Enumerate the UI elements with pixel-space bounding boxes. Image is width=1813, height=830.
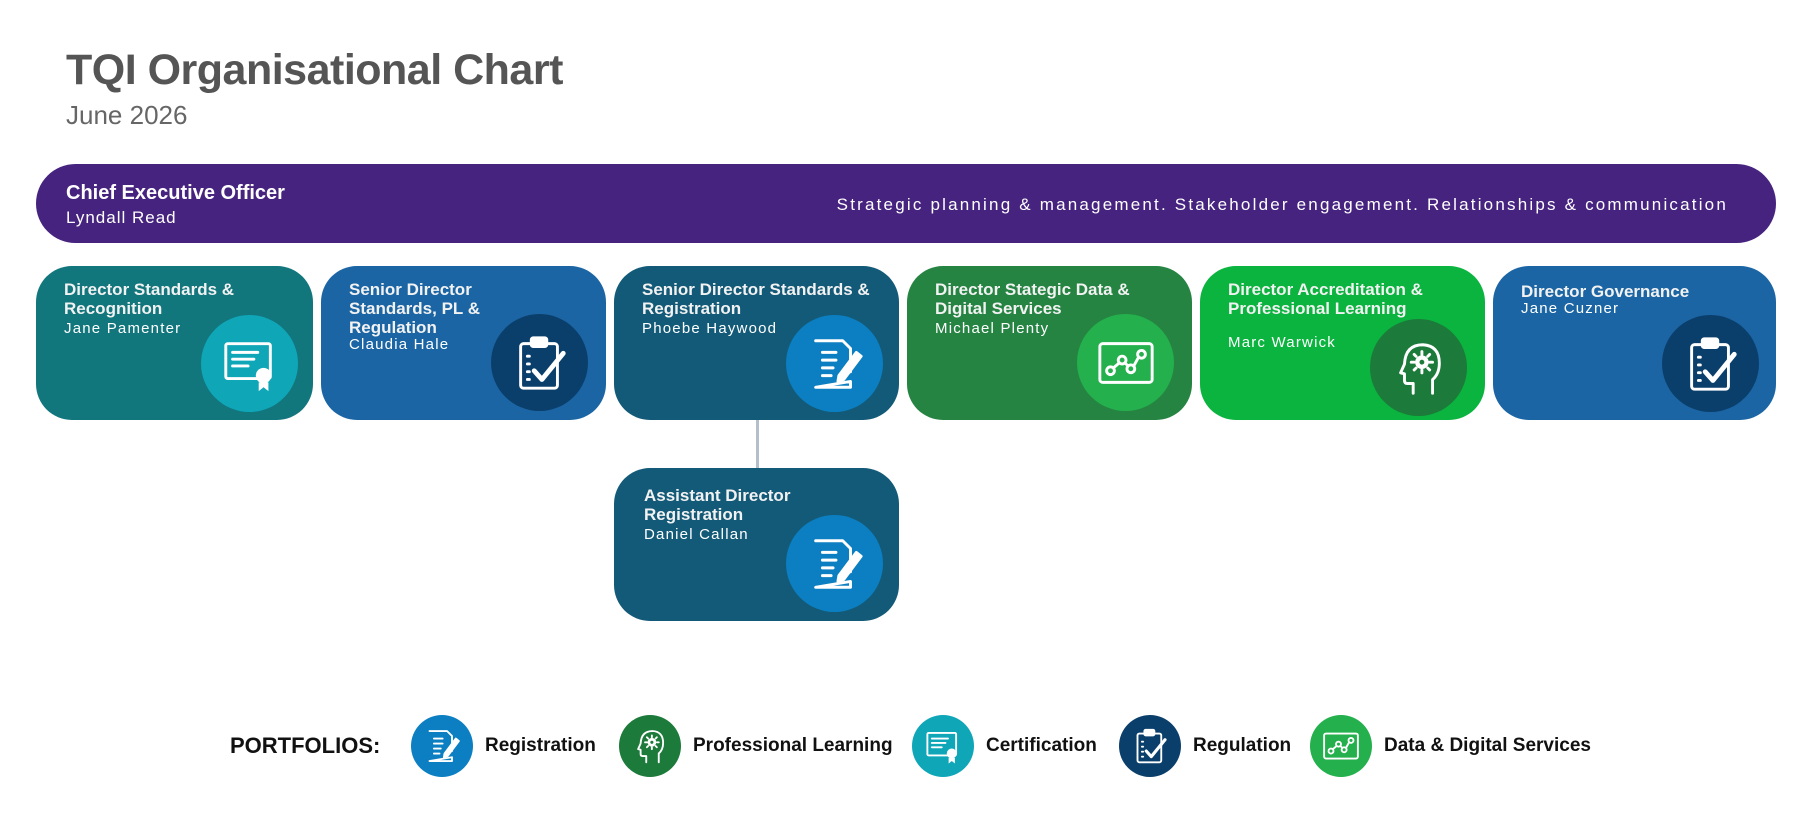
legend-heading: PORTFOLIOS: bbox=[230, 733, 381, 758]
document-edit-icon bbox=[411, 715, 473, 777]
assistant-title: Assistant Director Registration bbox=[644, 486, 791, 524]
head-gear-icon bbox=[1370, 319, 1467, 416]
ceo-description: Strategic planning & management. Stakeho… bbox=[836, 195, 1728, 214]
ceo-title: Chief Executive Officer bbox=[66, 182, 285, 204]
org-connector-line bbox=[756, 420, 759, 468]
certificate-icon bbox=[912, 715, 974, 777]
page-title: TQI Organisational Chart bbox=[66, 46, 563, 94]
chart-line-icon bbox=[1310, 715, 1372, 777]
clipboard-check-icon bbox=[1119, 715, 1181, 777]
director-card-data-digital[interactable]: Director Stategic Data & Digital Service… bbox=[907, 266, 1192, 420]
director-title: Director Standards & Recognition bbox=[64, 280, 235, 318]
director-name: Michael Plenty bbox=[935, 320, 1050, 337]
page-subtitle: June 2026 bbox=[66, 100, 188, 130]
director-card-standards-pl-regulation[interactable]: Senior Director Standards, PL & Regulati… bbox=[321, 266, 606, 420]
head-gear-icon bbox=[619, 715, 681, 777]
legend-item-data-digital: Data & Digital Services bbox=[1310, 714, 1591, 778]
legend-label: Certification bbox=[986, 735, 1097, 756]
assistant-name: Daniel Callan bbox=[644, 526, 749, 543]
director-name: Jane Cuzner bbox=[1521, 300, 1620, 317]
director-name: Phoebe Haywood bbox=[642, 320, 778, 337]
legend-item-professional-learning: Professional Learning bbox=[619, 714, 893, 778]
director-title: Director Stategic Data & Digital Service… bbox=[935, 280, 1130, 318]
ceo-card[interactable]: Chief Executive Officer Lyndall Read Str… bbox=[36, 164, 1776, 243]
director-card-standards-recognition[interactable]: Director Standards & Recognition Jane Pa… bbox=[36, 266, 313, 420]
certificate-icon bbox=[201, 315, 298, 412]
director-name: Marc Warwick bbox=[1228, 334, 1337, 351]
director-card-accreditation-learning[interactable]: Director Accreditation & Professional Le… bbox=[1200, 266, 1485, 420]
clipboard-check-icon bbox=[1662, 315, 1759, 412]
director-title: Director Governance bbox=[1521, 282, 1690, 301]
ceo-name: Lyndall Read bbox=[66, 208, 177, 227]
legend-label: Regulation bbox=[1193, 735, 1292, 756]
document-edit-icon bbox=[786, 515, 883, 612]
director-title: Director Accreditation & Professional Le… bbox=[1228, 280, 1423, 318]
legend-item-certification: Certification bbox=[912, 714, 1097, 778]
legend-label: Registration bbox=[485, 735, 596, 756]
director-title: Senior Director Standards & Registration bbox=[642, 280, 870, 318]
director-title: Senior Director Standards, PL & Regulati… bbox=[349, 280, 480, 337]
legend-item-registration: Registration bbox=[411, 714, 596, 778]
legend-label: Data & Digital Services bbox=[1384, 735, 1591, 756]
chart-line-icon bbox=[1077, 314, 1174, 411]
legend-label: Professional Learning bbox=[693, 735, 893, 756]
director-name: Jane Pamenter bbox=[64, 320, 182, 337]
document-edit-icon bbox=[786, 315, 883, 412]
assistant-director-card[interactable]: Assistant Director Registration Daniel C… bbox=[614, 468, 899, 621]
legend-item-regulation: Regulation bbox=[1119, 714, 1291, 778]
director-name: Claudia Hale bbox=[349, 336, 450, 353]
director-card-governance[interactable]: Director Governance Jane Cuzner bbox=[1493, 266, 1776, 420]
clipboard-check-icon bbox=[491, 314, 588, 411]
director-card-standards-registration[interactable]: Senior Director Standards & Registration… bbox=[614, 266, 899, 420]
